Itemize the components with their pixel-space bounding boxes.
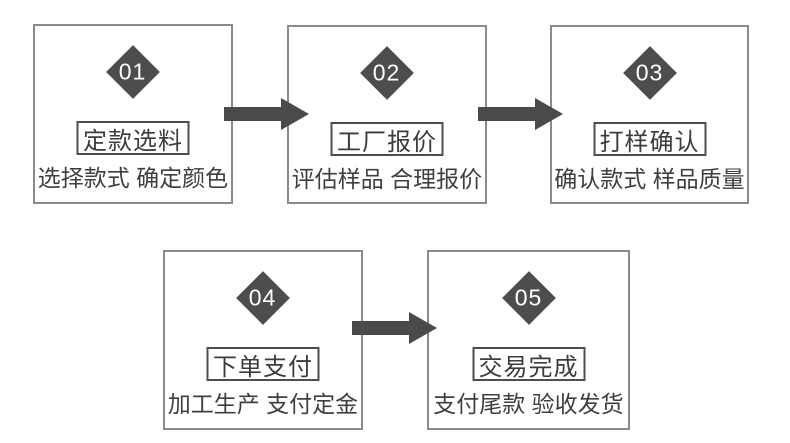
step-subtitle: 评估样品 合理报价 [291,166,483,192]
step-number-badge: 01 [106,45,160,99]
step-title-box: 交易完成 [472,347,585,381]
step-number: 05 [514,284,543,311]
step-number: 04 [249,284,277,311]
step-title-box: 下单支付 [206,347,320,381]
step-number-badge: 02 [360,46,414,100]
step-subtitle: 支付尾款 验收发货 [433,391,624,417]
step-box-05: 05 交易完成 支付尾款 验收发货 [427,250,630,430]
step-title-box: 定款选料 [76,121,190,155]
step-number: 02 [373,59,401,86]
flow-arrow-04-to-05 [352,312,437,344]
step-title: 工厂报价 [337,128,437,156]
step-title: 交易完成 [478,353,579,381]
step-title: 打样确认 [599,128,700,156]
step-subtitle: 加工生产 支付定金 [167,391,359,417]
step-number: 03 [635,59,664,86]
step-box-02: 02 工厂报价 评估样品 合理报价 [287,25,487,204]
flow-arrow-01-to-02 [224,98,309,130]
flow-arrow-02-to-03 [478,98,563,130]
step-number-badge: 05 [501,271,556,325]
step-box-03: 03 打样确认 确认款式 样品质量 [550,25,749,204]
step-title: 下单支付 [213,353,313,381]
step-subtitle: 确认款式 样品质量 [554,166,745,192]
step-number: 01 [119,58,147,85]
step-subtitle: 选择款式 确定颜色 [37,165,229,191]
step-title: 定款选料 [83,127,183,155]
step-box-01: 01 定款选料 选择款式 确定颜色 [33,24,233,204]
step-box-04: 04 下单支付 加工生产 支付定金 [163,250,363,430]
step-number-badge: 03 [622,46,677,100]
step-number-badge: 04 [236,271,290,325]
step-title-box: 打样确认 [593,122,706,156]
step-title-box: 工厂报价 [330,122,444,156]
